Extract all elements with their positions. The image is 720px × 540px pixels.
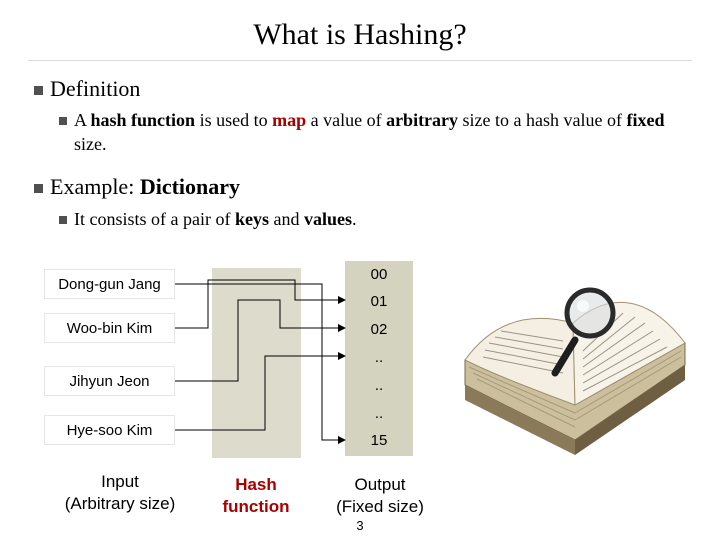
term-keys: keys [234,209,269,229]
term-map: map [272,110,307,130]
output-slot: 15 [370,432,388,449]
output-slot: .. [374,377,384,394]
bullet-definition-label: Definition [50,76,141,101]
caption-line: (Arbitrary size) [64,494,176,513]
input-key-box: Woo-bin Kim [44,313,175,343]
term-values: values [303,209,352,229]
text-run: and [268,209,304,229]
title-divider [28,60,692,61]
caption-line: Input [101,472,139,491]
bullet-definition: Definition [34,76,140,102]
input-key-box: Dong-gun Jang [44,269,175,299]
bullet-square-icon [34,86,43,96]
sub-bullet-square-icon [59,216,67,224]
dictionary-with-magnifying-glass-icon [464,287,686,455]
caption-line: Output [354,475,406,494]
hash-function-caption: Hash function [206,474,306,518]
term-hash-function: hash function [90,110,196,130]
mapping-arrow [175,352,346,431]
text-run: is used to [195,110,273,130]
text-run: size to a hash value of [458,110,627,130]
definition-text: A hash function is used to map a value o… [74,108,694,156]
term-arbitrary: arbitrary [386,110,459,130]
term-fixed: fixed [626,110,665,130]
caption-line: (Fixed size) [336,497,424,516]
example-text: It consists of a pair of keys and values… [74,207,694,231]
bullet-example: Example: Dictionary [34,174,240,200]
bullet-example-prefix: Example: [50,174,140,199]
text-run: It consists of a pair of [74,209,235,229]
text-run: a value of [306,110,387,130]
bullet-square-icon [34,184,43,194]
mapping-arrow [175,299,346,382]
mapping-arrow [175,283,346,444]
caption-line: Hash [235,475,277,494]
mapping-arrow [175,279,346,329]
output-slot: .. [374,349,384,366]
output-slot: 02 [370,321,388,338]
output-slot: 00 [370,266,388,283]
page-number: 3 [356,518,364,533]
input-key-box: Jihyun Jeon [44,366,175,396]
output-caption: Output (Fixed size) [318,474,442,518]
bullet-example-bold: Dictionary [139,174,241,199]
text-run: . [352,209,357,229]
slide-title: What is Hashing? [253,18,467,51]
output-slot: 01 [370,293,388,310]
sub-bullet-square-icon [59,117,67,125]
text-run: A [74,110,91,130]
output-slot: .. [374,405,384,422]
caption-line: function [222,497,290,516]
input-key-box: Hye-soo Kim [44,415,175,445]
text-run: size. [74,134,107,154]
input-caption: Input (Arbitrary size) [40,471,200,515]
output-panel [345,261,413,456]
